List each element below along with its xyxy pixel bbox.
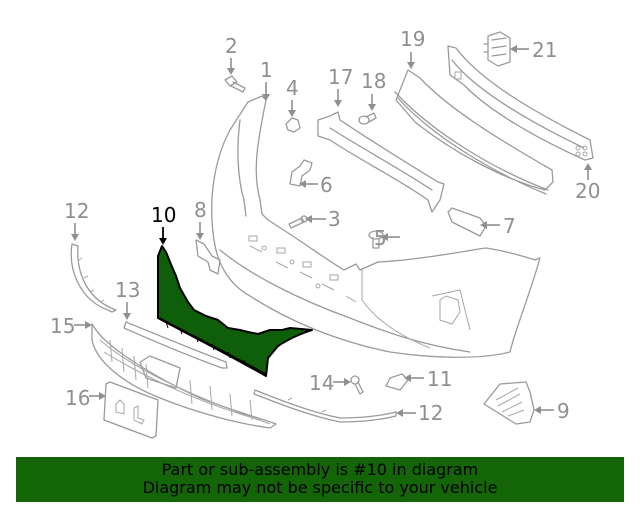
callout-15[interactable]: 15 bbox=[50, 314, 92, 338]
banner-line-disclaimer: Diagram may not be specific to your vehi… bbox=[142, 478, 498, 497]
part-20-reinforcement[interactable] bbox=[447, 45, 594, 161]
svg-text:12: 12 bbox=[64, 199, 89, 223]
part-11-bracket[interactable] bbox=[385, 373, 409, 391]
svg-text:4: 4 bbox=[286, 76, 299, 100]
callout-21[interactable]: 21 bbox=[510, 38, 557, 62]
part-8-bracket[interactable] bbox=[195, 239, 221, 275]
part-12-molding-upper[interactable] bbox=[70, 243, 117, 313]
callout-17[interactable]: 17 bbox=[328, 65, 353, 107]
part-5-clip[interactable] bbox=[368, 230, 384, 249]
callout-6[interactable]: 6 bbox=[299, 173, 333, 197]
callout-11[interactable]: 11 bbox=[404, 367, 452, 391]
svg-text:1: 1 bbox=[260, 58, 273, 82]
svg-text:20: 20 bbox=[575, 179, 600, 203]
part-4-clip[interactable] bbox=[285, 117, 301, 133]
callout-3[interactable]: 3 bbox=[305, 207, 341, 231]
banner-line-part: Part or sub-assembly is #10 in diagram bbox=[161, 460, 479, 479]
svg-text:5: 5 bbox=[374, 226, 387, 250]
callout-5[interactable]: 5 bbox=[374, 226, 400, 250]
svg-text:12: 12 bbox=[418, 401, 443, 425]
callout-9[interactable]: 9 bbox=[534, 399, 570, 423]
svg-text:15: 15 bbox=[50, 314, 75, 338]
part-16-plate-bracket[interactable] bbox=[103, 381, 159, 439]
svg-text:21: 21 bbox=[532, 38, 557, 62]
part-3-bolt[interactable] bbox=[288, 215, 308, 229]
svg-text:16: 16 bbox=[65, 386, 90, 410]
callout-4[interactable]: 4 bbox=[286, 76, 299, 117]
parts-diagram: 1 2 3 4 5 6 7 8 bbox=[50, 27, 600, 439]
part-6-bracket[interactable] bbox=[289, 159, 313, 187]
svg-text:11: 11 bbox=[427, 367, 452, 391]
part-18-clip[interactable] bbox=[358, 112, 377, 125]
callout-16[interactable]: 16 bbox=[65, 386, 106, 410]
callout-2[interactable]: 2 bbox=[225, 34, 238, 75]
part-10-highlighted[interactable] bbox=[157, 245, 313, 377]
callout-14[interactable]: 14 bbox=[309, 371, 351, 395]
callout-7[interactable]: 7 bbox=[480, 214, 516, 238]
part-9-bezel[interactable] bbox=[483, 381, 535, 425]
callout-19[interactable]: 19 bbox=[400, 27, 425, 69]
info-banner: Part or sub-assembly is #10 in diagram D… bbox=[16, 457, 624, 502]
callout-10[interactable]: 10 bbox=[151, 203, 176, 245]
part-12-molding-lower[interactable] bbox=[253, 389, 397, 423]
svg-text:2: 2 bbox=[225, 34, 238, 58]
part-2-bolt[interactable] bbox=[224, 75, 246, 93]
svg-text:10: 10 bbox=[151, 203, 176, 227]
part-21-bracket[interactable] bbox=[483, 31, 511, 67]
callout-1[interactable]: 1 bbox=[260, 58, 273, 101]
part-17-support[interactable] bbox=[317, 111, 445, 213]
svg-text:7: 7 bbox=[503, 214, 516, 238]
svg-text:18: 18 bbox=[361, 69, 386, 93]
part-19-absorber[interactable] bbox=[394, 69, 554, 195]
part-13-strip[interactable] bbox=[123, 321, 228, 369]
callout-12-lower[interactable]: 12 bbox=[396, 401, 443, 425]
callout-12-upper[interactable]: 12 bbox=[64, 199, 89, 241]
svg-text:9: 9 bbox=[557, 399, 570, 423]
svg-text:3: 3 bbox=[328, 207, 341, 231]
svg-text:6: 6 bbox=[320, 173, 333, 197]
part-7-bracket[interactable] bbox=[447, 207, 487, 237]
svg-text:19: 19 bbox=[400, 27, 425, 51]
svg-text:17: 17 bbox=[328, 65, 353, 89]
svg-text:8: 8 bbox=[194, 198, 207, 222]
callout-20[interactable]: 20 bbox=[575, 163, 600, 203]
part-14-bolt[interactable] bbox=[350, 375, 364, 395]
callout-8[interactable]: 8 bbox=[194, 198, 207, 240]
callout-13[interactable]: 13 bbox=[115, 278, 140, 320]
svg-text:14: 14 bbox=[309, 371, 334, 395]
svg-text:13: 13 bbox=[115, 278, 140, 302]
part-1-bumper-cover[interactable] bbox=[211, 95, 541, 358]
part-15-grille[interactable] bbox=[91, 323, 277, 429]
callout-18[interactable]: 18 bbox=[361, 69, 386, 111]
